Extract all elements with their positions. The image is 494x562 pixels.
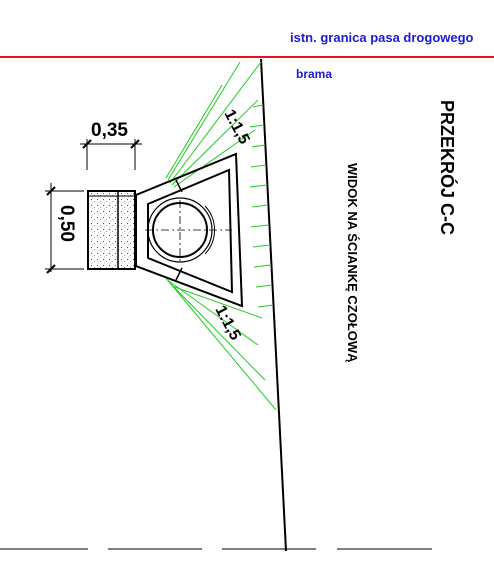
concrete-block [87, 190, 136, 270]
terrain-ticks [249, 104, 274, 308]
dimension-width [80, 139, 142, 170]
headwall-inner-outline [147, 168, 234, 294]
boundary-label: istn. granica pasa drogowego [290, 30, 474, 45]
slope-label-upper: 1:1,5 [220, 107, 252, 147]
slope-label-lower: 1:1,5 [211, 303, 243, 343]
terrain-line [260, 58, 287, 552]
dimension-width-label: 0,35 [91, 120, 128, 141]
gate-label: brama [296, 67, 332, 81]
slope-lines [165, 61, 277, 411]
section-title: PRZEKRÓJ C-C [437, 100, 458, 235]
dimension-height [45, 183, 84, 274]
view-title: WIDOK NA ŚCIANKĘ CZOŁOWĄ [345, 163, 360, 363]
dimension-height-label: 0,50 [56, 205, 77, 242]
